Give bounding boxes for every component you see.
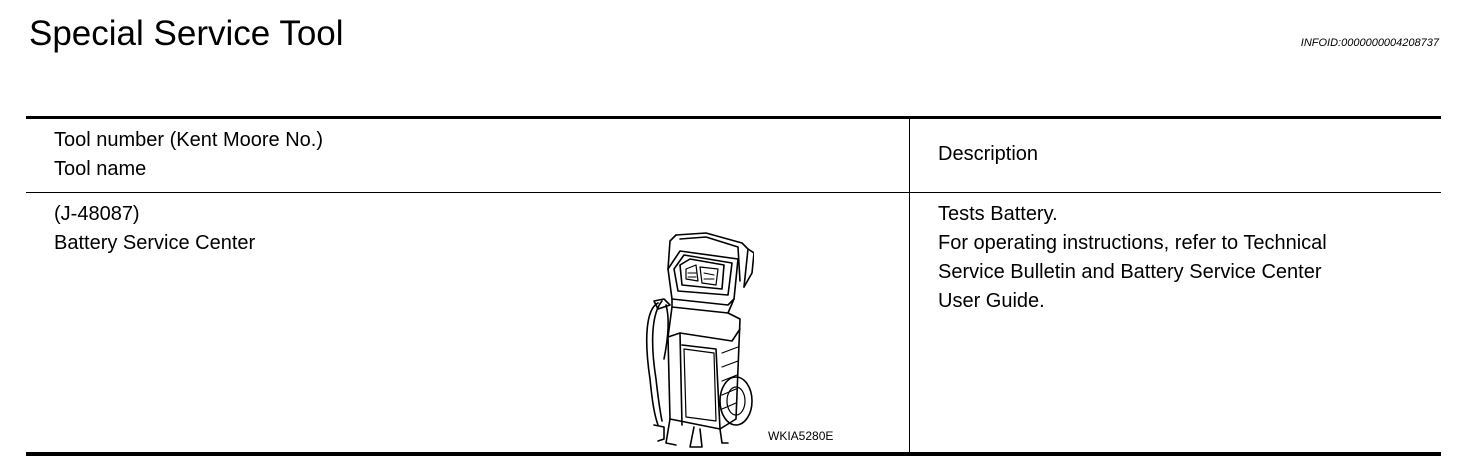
battery-service-center-illustration <box>645 232 754 448</box>
tool-number: (J-48087) <box>54 203 140 225</box>
info-id: INFOID:0000000004208737 <box>1300 37 1439 49</box>
special-service-tool-table: Tool number (Kent Moore No.) Tool name D… <box>26 116 1441 456</box>
description-line: For operating instructions, refer to Tec… <box>938 232 1327 254</box>
figure-code: WKIA5280E <box>768 429 834 443</box>
header-description-label: Description <box>938 143 1039 165</box>
page-title: Special Service Tool <box>29 14 344 53</box>
description-cell: Tests Battery. For operating instruction… <box>938 200 1408 316</box>
description-line: User Guide. <box>938 290 1045 312</box>
column-divider <box>909 119 910 452</box>
table-row: (J-48087) Battery Service Center <box>26 193 1441 452</box>
tool-name: Battery Service Center <box>54 232 256 254</box>
header-tool-name-label: Tool name <box>54 158 147 180</box>
description-line: Service Bulletin and Battery Service Cen… <box>938 261 1322 283</box>
header-tool-cell: Tool number (Kent Moore No.) Tool name <box>54 126 323 184</box>
table-header-row: Tool number (Kent Moore No.) Tool name D… <box>26 119 1441 193</box>
description-line: Tests Battery. <box>938 203 1058 225</box>
header-tool-number-label: Tool number (Kent Moore No.) <box>54 129 324 151</box>
tool-cell: (J-48087) Battery Service Center <box>54 200 255 258</box>
